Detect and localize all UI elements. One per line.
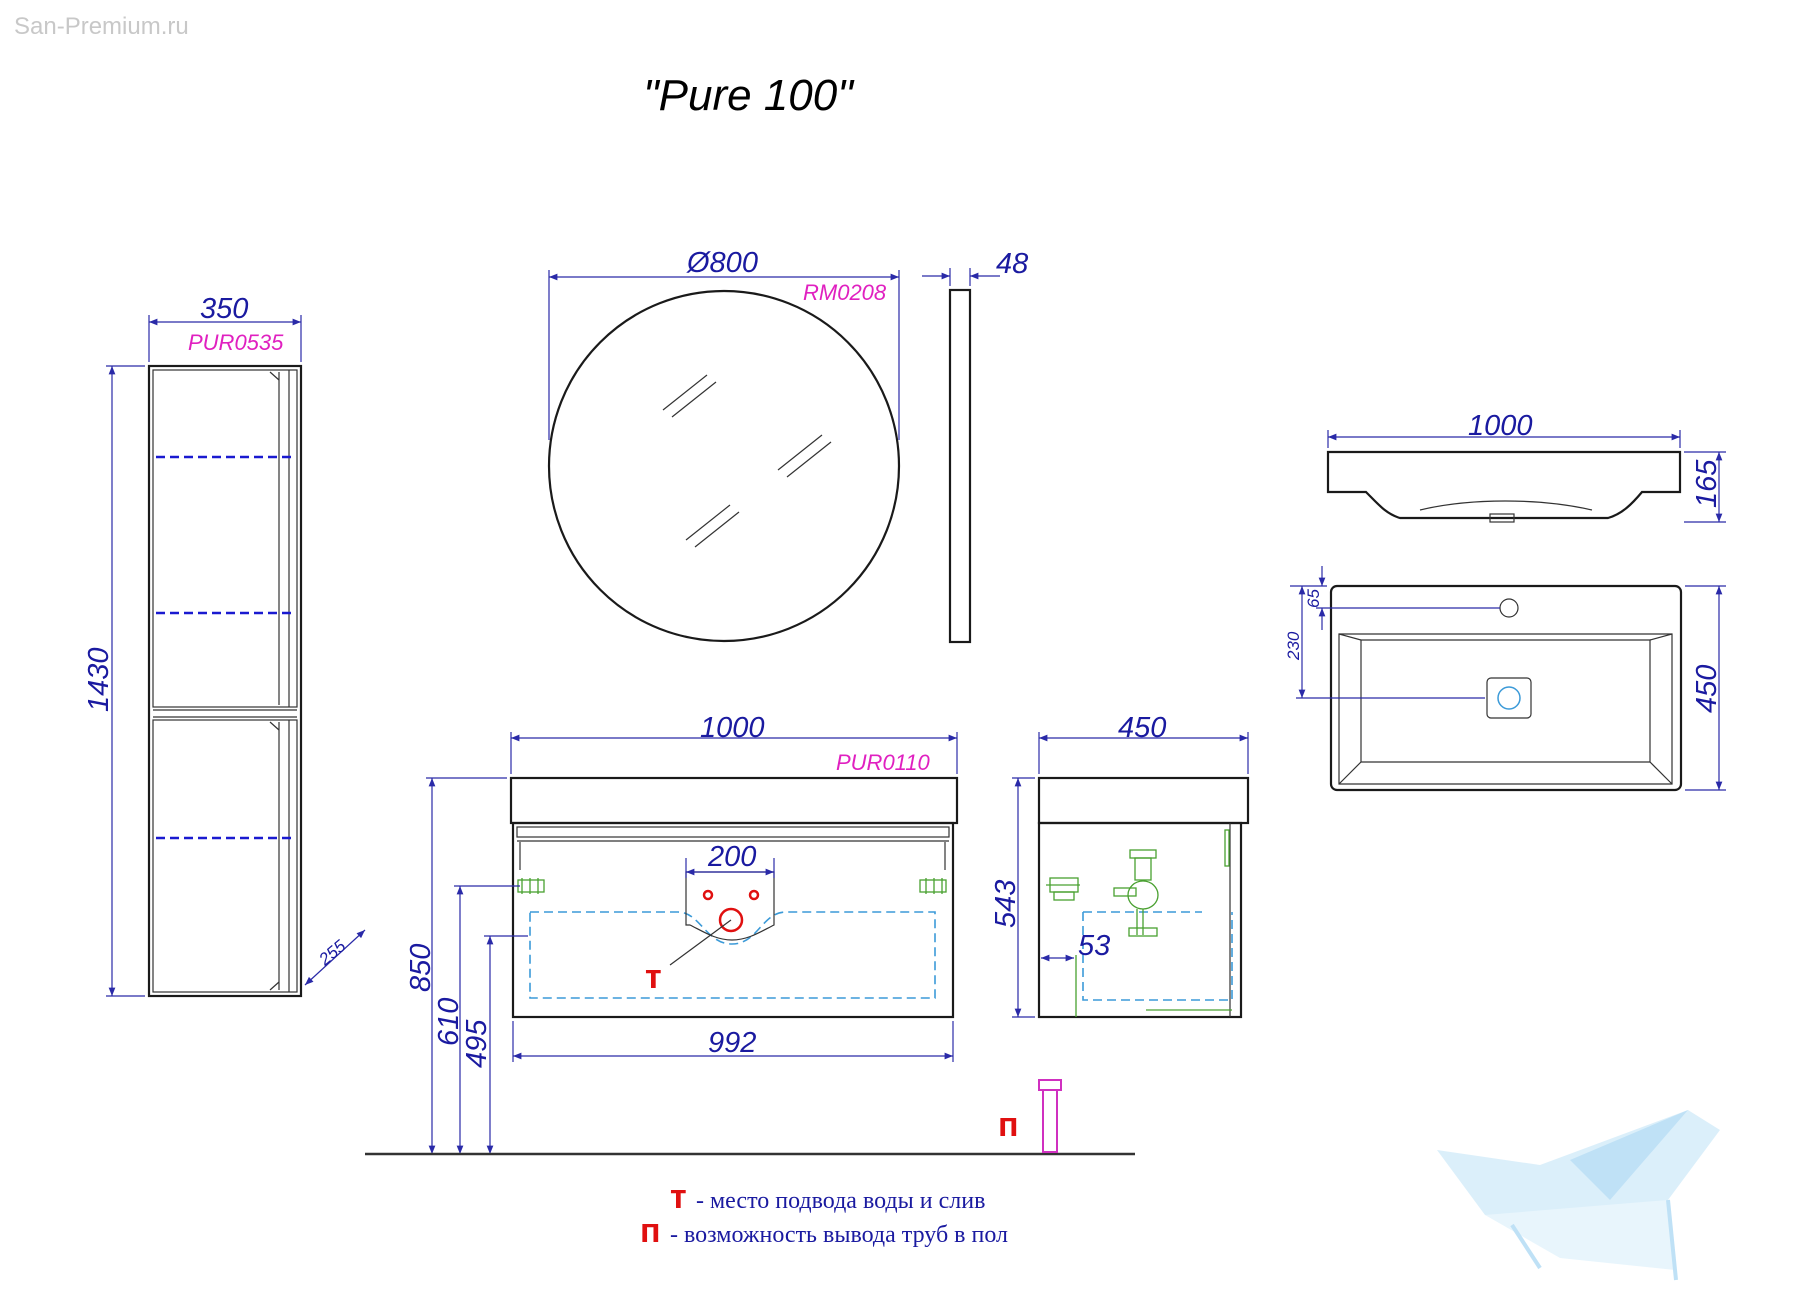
basin-top-dimensions: 450 65 230 — [1284, 566, 1726, 791]
column-code-label: PUR0535 — [188, 330, 284, 355]
column-dimensions: 350 PUR0535 1430 255 — [83, 293, 366, 997]
legend-mark-water: т — [670, 1178, 687, 1216]
basin-side-dimensions: 1000 165 — [1327, 410, 1726, 523]
watermark: San-Premium.ru — [14, 13, 189, 40]
water-supply-mark: т — [645, 958, 662, 996]
basin-height-label: 165 — [1691, 459, 1723, 508]
mount-height-label: 850 — [405, 944, 437, 992]
mirror-depth-label: 48 — [996, 248, 1028, 280]
basin-top — [1329, 584, 1683, 792]
basin-depth-label: 450 — [1691, 665, 1723, 713]
tap-offset-label: 65 — [1304, 589, 1323, 608]
vanity-inner-width-label: 992 — [708, 1027, 756, 1059]
vanity-side — [1037, 776, 1250, 1019]
vanity-front: т — [509, 776, 959, 1019]
vanity-dimensions: 1000 PUR0110 992 200 850 610 495 — [405, 712, 958, 1155]
vanity-depth-label: 450 — [1118, 712, 1166, 744]
height-610-label: 610 — [433, 998, 465, 1046]
column-height-label: 1430 — [83, 647, 115, 712]
column-cabinet — [147, 364, 303, 998]
height-495-label: 495 — [461, 1019, 493, 1068]
bath-logo — [1437, 1110, 1720, 1281]
floor-pipe: п — [998, 1079, 1062, 1153]
basin-side — [1326, 450, 1682, 523]
vanity-height-label: 543 — [990, 880, 1022, 928]
mirror-dimensions: Ø800 RM0208 48 — [548, 247, 1028, 440]
hole-spacing-label: 200 — [707, 841, 756, 873]
column-depth-label: 255 — [315, 936, 350, 970]
legend: т - место подвода воды и слив п - возмож… — [640, 1178, 1008, 1250]
column-width-label: 350 — [200, 293, 248, 325]
mirror-code-label: RM0208 — [803, 280, 887, 305]
mirror-side — [948, 288, 972, 644]
basin-width-label: 1000 — [1468, 410, 1533, 442]
vanity-width-label: 1000 — [700, 712, 765, 744]
mirror-diameter-label: Ø800 — [686, 247, 758, 279]
legend-text-water: - место подвода воды и слив — [696, 1188, 985, 1214]
vanity-code-label: PUR0110 — [836, 750, 931, 775]
round-mirror — [547, 289, 901, 643]
drain-offset-label: 230 — [1284, 631, 1303, 661]
legend-text-floor: - возможность вывода труб в пол — [670, 1222, 1008, 1248]
vanity-offset-label: 53 — [1078, 930, 1110, 962]
page-title: "Pure 100" — [643, 71, 855, 120]
vanity-side-dimensions: 450 543 53 — [990, 712, 1249, 1018]
floor-pipe-mark: п — [998, 1106, 1019, 1144]
legend-mark-floor: п — [640, 1212, 661, 1250]
